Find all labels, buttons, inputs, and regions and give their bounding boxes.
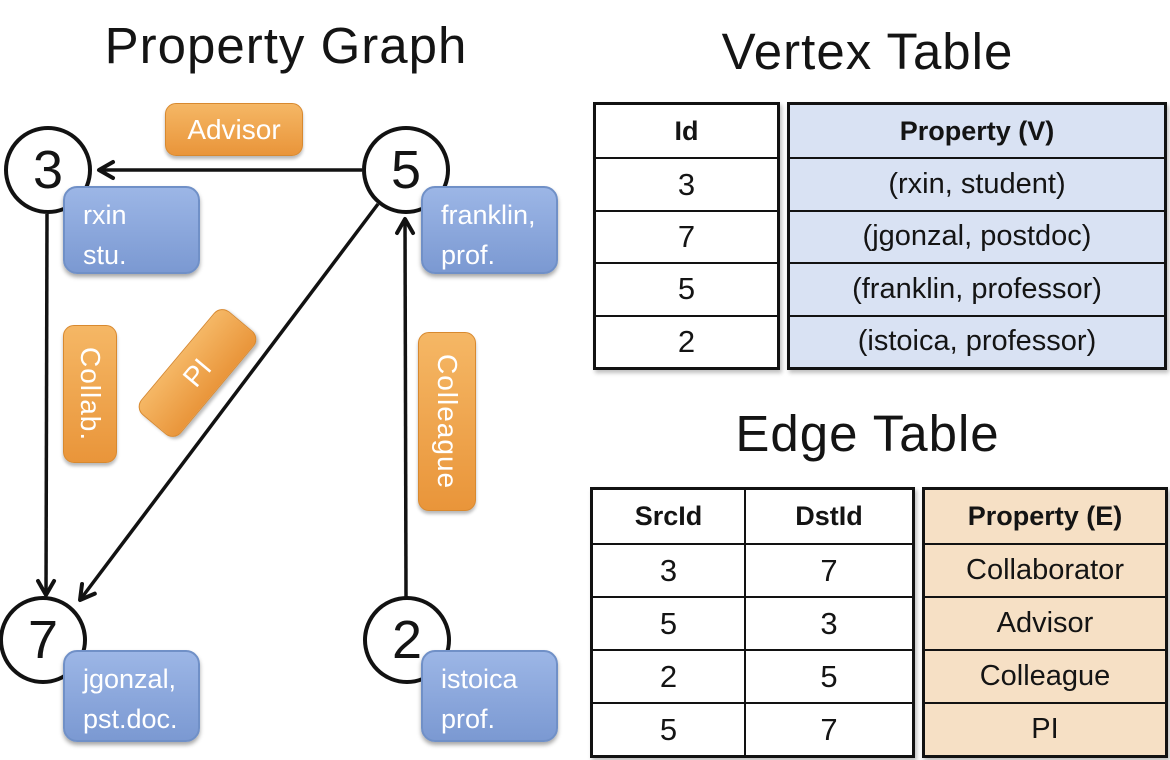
edge-label-colleague-text: Colleague [432,353,463,490]
edge-dst-cell: 5 [744,649,912,702]
edge-table-property-header: Property (E) [967,501,1123,531]
edge-3-7-arrow [36,213,57,597]
edge-property-cell: PI [925,702,1165,755]
edge-label-advisor-text: Advisor [187,113,281,145]
edge-table-ids-columns: SrcId DstId 3 7 5 3 2 5 5 7 [590,487,915,758]
vertex-label-2-line2: prof. [441,703,496,734]
node-2: 2 [363,596,451,684]
vertex-table-id-header: Id [674,115,699,146]
vertex-table-property-column: Property (V) (rxin, student) (jgonzal, p… [787,102,1167,370]
edge-table-title: Edge Table [735,405,1000,462]
edge-dst-cell: 3 [744,596,912,649]
vertex-table-property-header: Property (V) [899,115,1055,146]
vertex-property-cell: (franklin, professor) [790,262,1164,314]
vertex-label-3-line2: stu. [83,239,127,270]
vertex-property-cell: (rxin, student) [790,157,1164,209]
node-3-id: 3 [32,140,64,200]
vertex-property-cell: (jgonzal, postdoc) [790,209,1164,262]
edge-table-property-column: Property (E) Collaborator Advisor Collea… [922,487,1168,758]
vertex-id-cell: 2 [596,314,777,367]
node-7-id: 7 [27,610,59,670]
edge-5-7-arrow [78,202,380,602]
vertex-table-id-column: Id 3 7 5 2 [593,102,780,370]
vertex-label-5-line2: prof. [441,239,496,270]
vertex-label-2: istoica prof. [421,650,558,742]
vertex-id-cell: 7 [596,209,777,262]
edge-label-collab-text: Collab. [75,346,106,442]
edge-src-cell: 3 [593,543,744,596]
edge-label-pi-text: PI [176,352,218,393]
edge-property-cell: Advisor [925,596,1165,649]
vertex-label-7-line1: jgonzal, [83,664,177,694]
edge-label-collab: Collab. [63,325,117,463]
edge-src-cell: 5 [593,596,744,649]
vertex-label-3-line1: rxin [83,200,127,230]
vertex-label-5-line1: franklin, [441,200,536,230]
edge-label-advisor: Advisor [165,103,303,156]
edge-label-colleague: Colleague [418,332,476,511]
edge-src-cell: 5 [593,702,744,755]
edge-table-dst-header: DstId [744,490,912,543]
vertex-table-title: Vertex Table [721,23,1014,80]
vertex-property-cell: (istoica, professor) [790,314,1164,367]
vertex-label-7: jgonzal, pst.doc. [63,650,200,742]
property-graph-title: Property Graph [104,17,468,74]
edge-table-src-header: SrcId [634,501,703,531]
edge-property-cell: Colleague [925,649,1165,702]
vertex-label-7-line2: pst.doc. [83,703,178,734]
node-5-id: 5 [390,140,422,200]
vertex-id-cell: 3 [596,157,777,209]
edge-2-5-arrow [395,217,416,598]
node-2-id: 2 [391,610,423,670]
vertex-label-2-line1: istoica [441,664,518,694]
edge-dst-cell: 7 [744,702,912,755]
vertex-label-5: franklin, prof. [421,186,558,274]
vertex-label-3: rxin stu. [63,186,200,274]
vertex-id-cell: 5 [596,262,777,314]
edge-src-cell: 2 [593,649,744,702]
edge-property-cell: Collaborator [925,543,1165,596]
edge-dst-cell: 7 [744,543,912,596]
graph-edge-lines [36,160,416,602]
